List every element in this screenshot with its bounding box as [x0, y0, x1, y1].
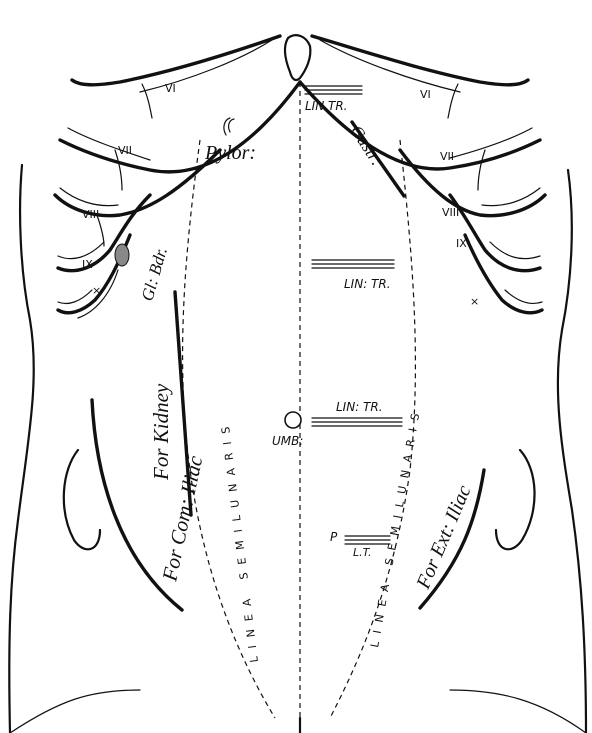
- rib-label-vi-right: VI: [165, 82, 176, 95]
- pylorus-mark-2: [229, 119, 234, 132]
- pylorus-label: Pylor:: [204, 142, 256, 164]
- rib-label-x-left: ×: [470, 295, 479, 308]
- umbilicus-circle: [285, 412, 301, 428]
- lin-tr-top: [305, 86, 362, 94]
- lt-lines: [345, 536, 390, 544]
- linea-semilunaris-left-label: LINEA SEMILUNARIS: [368, 404, 423, 648]
- ribs-left-side: [300, 36, 545, 313]
- rib-label-viii-right: VIII: [82, 208, 99, 221]
- umbilicus-label: UMB:: [272, 434, 303, 448]
- rib-label-vi-left: VI: [420, 88, 431, 101]
- lt-label: L.T.: [353, 546, 372, 559]
- gall-bladder-spot: [115, 244, 129, 266]
- for-kidney-label: For Kidney: [149, 383, 173, 481]
- gastric-label: Gastr:: [347, 122, 387, 170]
- rib-label-viii-left: VIII: [442, 206, 459, 219]
- rib-label-vii-left: VII: [440, 150, 454, 163]
- lin-tr-top-label: LIN.TR.: [305, 99, 348, 113]
- lin-tr-mid-label: LIN: TR.: [344, 277, 391, 291]
- linea-semilunaris-right-label: LINEA SEMILUNARIS: [218, 418, 261, 663]
- lin-tr-umb: [312, 418, 402, 426]
- xiphoid-process: [285, 35, 310, 80]
- rib-label-ix-left: IX: [456, 237, 467, 250]
- gall-bladder-label: Gl: Bdr.: [138, 245, 171, 303]
- p-label: P: [330, 530, 338, 544]
- rib-label-x-right: ×: [92, 284, 101, 297]
- lin-tr-mid: [312, 260, 394, 268]
- rib-labels-left: VI VII VIII IX ×: [420, 88, 479, 308]
- rib-label-ix-right: IX: [82, 258, 93, 271]
- lin-tr-umb-label: LIN: TR.: [336, 400, 383, 414]
- ribs-right-side: [55, 36, 300, 318]
- rib-label-vii-right: VII: [118, 144, 132, 157]
